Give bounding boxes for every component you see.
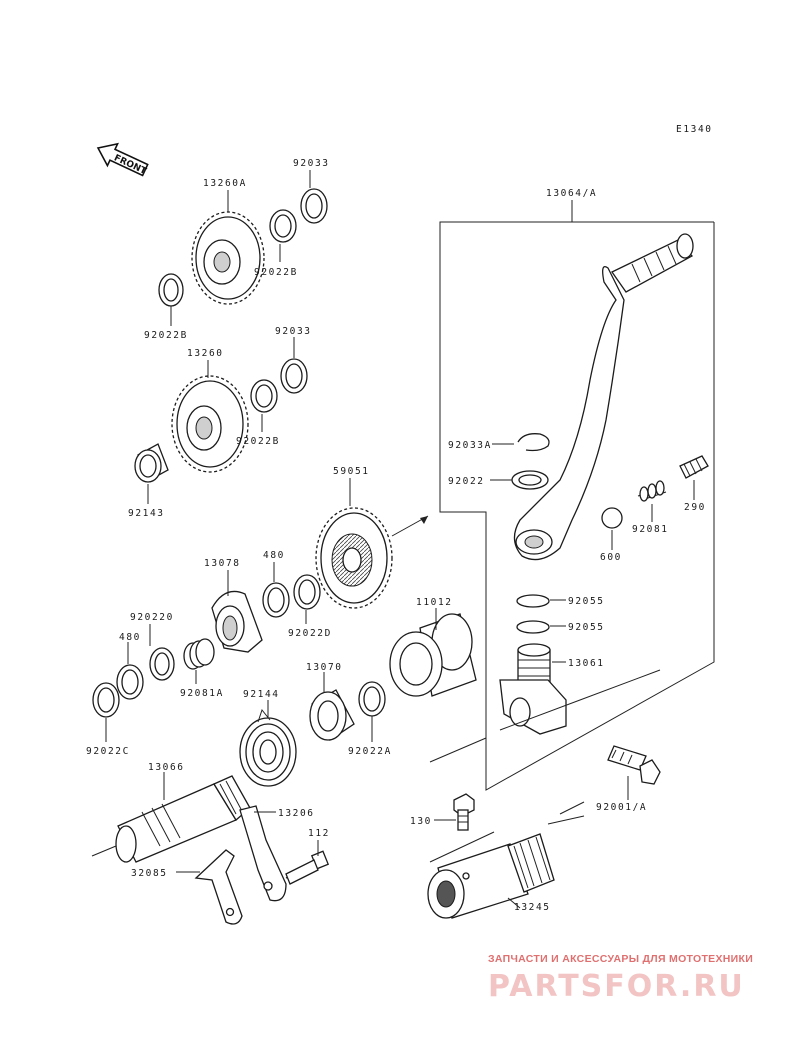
bolt-112 bbox=[285, 850, 330, 885]
label-59051: 59051 bbox=[333, 466, 370, 477]
lever-13206 bbox=[239, 805, 287, 902]
label-92022a: 92022A bbox=[348, 746, 392, 757]
shaft-13061 bbox=[499, 643, 567, 735]
washer-92033-mid bbox=[280, 358, 308, 394]
washer-92022b-2 bbox=[158, 273, 184, 307]
spring-290 bbox=[679, 455, 709, 479]
label-92022b-3: 92022B bbox=[236, 436, 280, 447]
label-92033-top: 92033 bbox=[293, 158, 330, 169]
label-92033a: 92033A bbox=[448, 440, 492, 451]
label-13206: 13206 bbox=[278, 808, 315, 819]
label-13078: 13078 bbox=[204, 558, 241, 569]
bolt-92001a bbox=[607, 745, 661, 785]
leader-lines bbox=[105, 170, 695, 909]
axis-line-shaft bbox=[429, 669, 661, 763]
washer-92022b-3 bbox=[250, 379, 278, 413]
label-92022: 92022 bbox=[448, 476, 485, 487]
label-13245: 13245 bbox=[514, 902, 551, 913]
spring-92081 bbox=[637, 480, 667, 502]
label-92081a: 92081A bbox=[180, 688, 224, 699]
ball-600 bbox=[601, 507, 623, 529]
guide-32085 bbox=[194, 849, 243, 925]
label-13061: 13061 bbox=[568, 658, 605, 669]
washer-92022 bbox=[511, 470, 549, 490]
label-480-1: 480 bbox=[263, 550, 285, 561]
label-13260a: 13260A bbox=[203, 178, 247, 189]
label-920220: 920220 bbox=[130, 612, 174, 623]
label-92022b-2: 92022B bbox=[144, 330, 188, 341]
washer-480-2 bbox=[116, 664, 144, 700]
washer-92033-top bbox=[300, 188, 328, 224]
label-92001a: 92001/A bbox=[596, 802, 647, 813]
label-92143: 92143 bbox=[128, 508, 165, 519]
bushing-11012 bbox=[389, 613, 477, 697]
label-92022b-1: 92022B bbox=[254, 267, 298, 278]
shaft-13066 bbox=[91, 775, 251, 863]
shaft-13245 bbox=[427, 833, 555, 919]
label-13064a: 13064/A bbox=[546, 188, 597, 199]
label-92033-mid: 92033 bbox=[275, 326, 312, 337]
label-92022d: 92022D bbox=[288, 628, 332, 639]
washer-92022b-1 bbox=[269, 209, 297, 243]
watermark-tagline: ЗАПЧАСТИ И АКСЕССУАРЫ ДЛЯ МОТОТЕХНИКИ bbox=[488, 953, 753, 965]
label-92081: 92081 bbox=[632, 524, 669, 535]
label-11012: 11012 bbox=[416, 597, 453, 608]
kick-pedal-13064a bbox=[513, 233, 694, 561]
label-32085: 32085 bbox=[131, 868, 168, 879]
part-13070 bbox=[309, 689, 355, 741]
label-92055-1: 92055 bbox=[568, 596, 605, 607]
ratchet-13078 bbox=[211, 590, 263, 653]
washer-920220 bbox=[149, 647, 175, 681]
label-13066: 13066 bbox=[148, 762, 185, 773]
label-92144: 92144 bbox=[243, 689, 280, 700]
o-ring-92055-2 bbox=[516, 620, 550, 634]
label-130: 130 bbox=[410, 816, 432, 827]
spring-92144 bbox=[239, 708, 297, 787]
spring-92081a bbox=[183, 638, 215, 670]
washer-92022a bbox=[358, 681, 386, 717]
diagram-code: E1340 bbox=[676, 124, 713, 135]
washer-480-1 bbox=[262, 582, 290, 618]
gear-13260a bbox=[191, 211, 265, 305]
o-ring-92055-1 bbox=[516, 594, 550, 608]
label-13070: 13070 bbox=[306, 662, 343, 673]
assembly-bracket-13064a bbox=[439, 221, 715, 791]
label-13260: 13260 bbox=[187, 348, 224, 359]
gear-13260 bbox=[171, 375, 249, 473]
collar-92143 bbox=[134, 443, 169, 483]
label-480-2: 480 bbox=[119, 632, 141, 643]
label-112: 112 bbox=[308, 828, 330, 839]
label-92022c: 92022C bbox=[86, 746, 130, 757]
circlip-92033a bbox=[517, 433, 550, 452]
front-arrow-icon: FRONT bbox=[96, 142, 149, 177]
label-290: 290 bbox=[684, 502, 706, 513]
gear-59051 bbox=[315, 507, 393, 609]
washer-92022c bbox=[92, 682, 120, 718]
label-600: 600 bbox=[600, 552, 622, 563]
bolt-130 bbox=[453, 793, 475, 831]
axis-line-lower bbox=[429, 801, 585, 863]
washer-92022d bbox=[293, 574, 321, 610]
label-92055-2: 92055 bbox=[568, 622, 605, 633]
gear-59051-arrowhead-icon bbox=[420, 516, 428, 524]
watermark-logo: PARTSFOR.RU bbox=[488, 969, 745, 1004]
